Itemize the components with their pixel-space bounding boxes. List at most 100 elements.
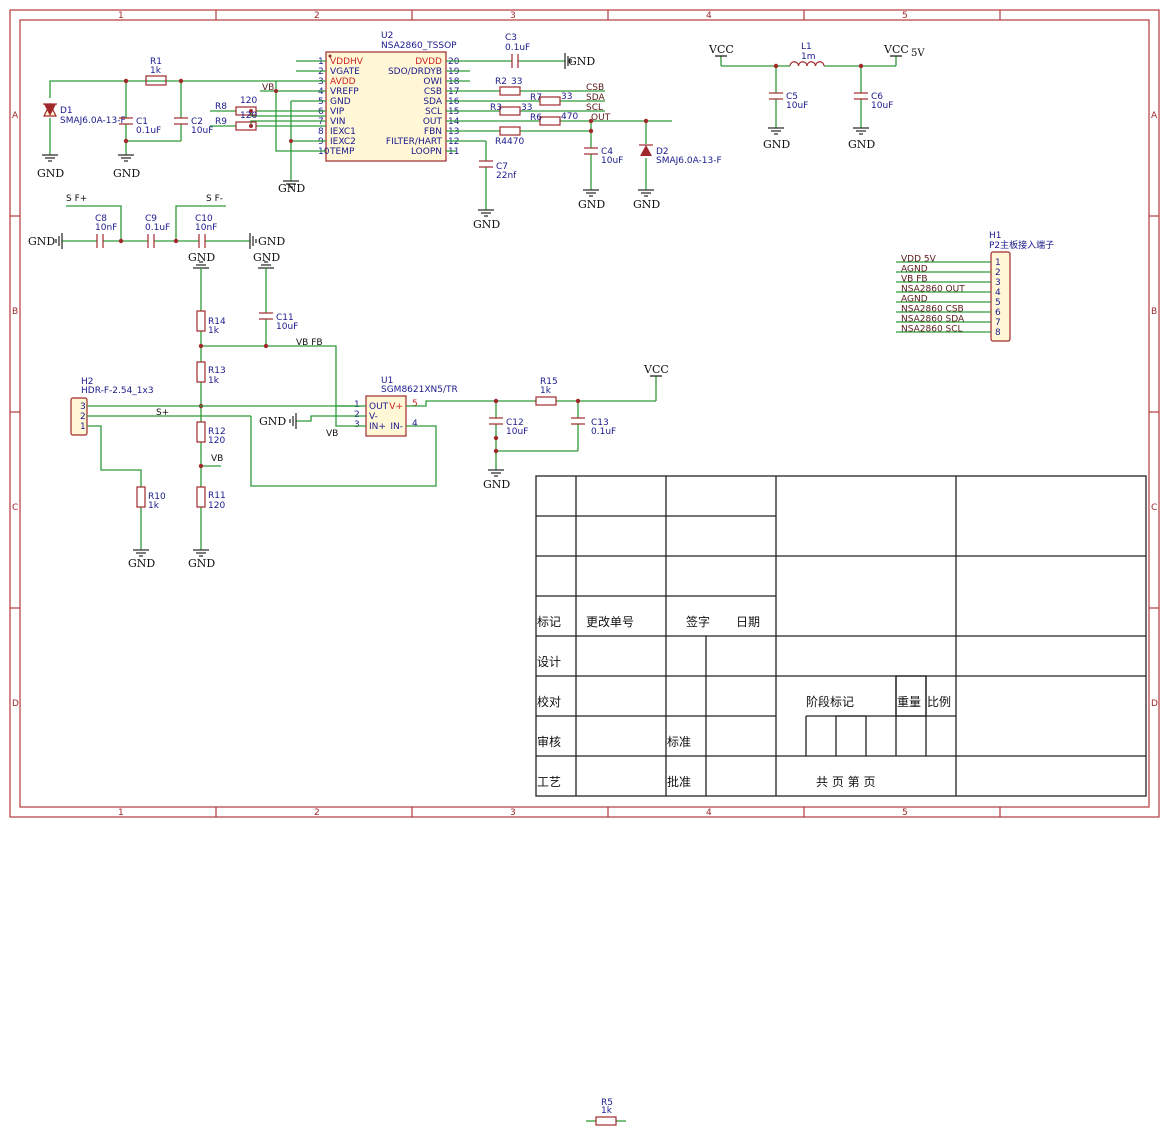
gnd-symbol: GND [128,549,155,570]
zone-col-5: 5 [902,11,908,21]
u2-pin-number: 19 [448,67,460,77]
svg-text:GND: GND [848,138,875,151]
r8-value: 120 [240,96,257,106]
d1-diode: D1 SMAJ6.0A-13-F [43,102,126,126]
c2-value: 10uF [191,126,213,136]
u1-pin-name: V+ [389,402,403,412]
r10-resistor: R10 1k [136,486,166,511]
c7-ref: C7 [496,162,508,172]
sensor-filter-section: S F+ S F- C8 10nF C9 0.1uF C10 10nF GND … [28,194,285,249]
input-protection-section: D1 SMAJ6.0A-13-F R1 1k C1 0.1uF C2 10uF … [37,57,276,180]
net-label-vb: VB [262,83,274,93]
r12-ref: R12 [208,427,226,437]
u2-pin-number: 18 [448,77,460,87]
gnd-symbol: GND [473,209,500,231]
tb-date: 日期 [736,615,760,629]
c4-capacitor: C4 10uF [584,147,623,166]
net-label-sf-minus: S F- [206,194,223,204]
net-label-s-plus: S+ [156,408,169,418]
u2-pin-name: VGATE [330,67,360,77]
u2-pin-name: FILTER/HART [386,137,443,147]
tb-weight: 重量 [897,695,921,709]
r15-resistor: R15 1k [535,377,558,406]
h1-value: P2主板接入端子 [989,239,1054,251]
c6-ref: C6 [871,92,883,102]
sheet-frame: 1 2 3 4 5 1 2 3 4 5 A B C D A B C D [9,9,1160,818]
svg-text:GND: GND [253,251,280,264]
u1-pin-number: 1 [354,400,360,410]
c8-capacitor: C8 10nF [95,214,117,248]
tb-check: 校对 [537,694,561,709]
l1-inductor: L1 1m [789,42,825,67]
c7-capacitor: C7 22nf [479,160,517,181]
u1-pin-name: V- [369,412,378,422]
c13-ref: C13 [591,418,609,428]
u2-pin-name: VREFP [330,87,359,97]
zone-row-d-right: D [1151,699,1158,709]
gnd-symbol: GND [578,189,605,211]
u2-pin-name: IEXC1 [330,127,356,137]
r10-ref: R10 [148,492,166,502]
h1-pin-number: 4 [995,288,1001,298]
u2-pin-number: 11 [448,147,459,157]
r15-value: 1k [540,386,552,396]
gnd-symbol: GND [483,469,510,491]
u1-pin-name: OUT [369,402,389,412]
d2-value: SMAJ6.0A-13-F [656,156,722,166]
c5-capacitor: C5 10uF [769,92,808,111]
c12-ref: C12 [506,418,524,428]
r14-ref: R14 [208,317,226,327]
h1-pin-number: 2 [995,268,1001,278]
u2-pin-name: SDA [423,97,442,107]
h2-value: HDR-F-2.54_1x3 [81,386,154,396]
h2-ref: H2 [81,377,94,387]
u2-pin-number: 12 [448,137,459,147]
c12-value: 10uF [506,427,528,437]
u1-pin-name: IN- [390,422,403,432]
u1-pin-number: 4 [412,419,418,429]
h1-ref: H1 [989,231,1002,241]
r3-value: 33 [521,103,532,113]
zone-col-4: 4 [706,11,712,21]
r14-value: 1k [208,326,220,336]
c3-capacitor: C3 0.1uF [505,33,530,68]
gnd-symbol: GND [278,180,305,195]
u1-value: SGM8621XN5/TR [381,385,458,395]
h1-pin-net: AGND [901,265,928,275]
r4-value: 470 [507,137,524,147]
tb-mark: 标记 [537,615,561,629]
vcc-filter-section: VCC VCC 5V L1 1m C5 10uF C6 10uF GND GND [708,42,925,151]
net-label-vb-fb: VB FB [296,338,323,348]
h1-pin-number: 7 [995,318,1001,328]
r9-ref: R9 [215,117,227,127]
svg-text:GND: GND [188,251,215,264]
u2-pin-name: LOOPN [411,147,442,157]
zone-row-b-right: B [1151,307,1157,317]
c9-capacitor: C9 0.1uF [145,214,170,248]
zone-row-b: B [12,307,18,317]
u1-pin-number: 3 [354,420,360,430]
r7-resistor: R7 33 [530,92,572,106]
net-label-out: OUT [591,113,611,123]
c12-capacitor: C12 10uF [489,417,528,437]
r8-ref: R8 [215,102,227,112]
vcc-symbol: VCC [708,43,734,57]
gnd-symbol: GND [249,233,285,249]
svg-text:VCC: VCC [708,43,734,56]
svg-text:5V: 5V [911,48,925,59]
svg-text:GND: GND [633,198,660,211]
u2-pin-name: TEMP [329,147,355,157]
c10-capacitor: C10 10nF [195,214,217,248]
u1-pin-name: IN+ [369,422,386,432]
u2-ref: U2 [381,31,393,41]
c8-ref: C8 [95,214,107,224]
c6-value: 10uF [871,101,893,111]
c2-ref: C2 [191,117,203,127]
r2-ref: R2 [495,77,507,87]
h1-pin-net: VB FB [901,275,928,285]
net-label-vb-2: VB [211,454,223,464]
zone-row-d: D [12,699,19,709]
r6-resistor: R6 470 [530,112,578,126]
d2-diode: D2 SMAJ6.0A-13-F [639,144,722,166]
